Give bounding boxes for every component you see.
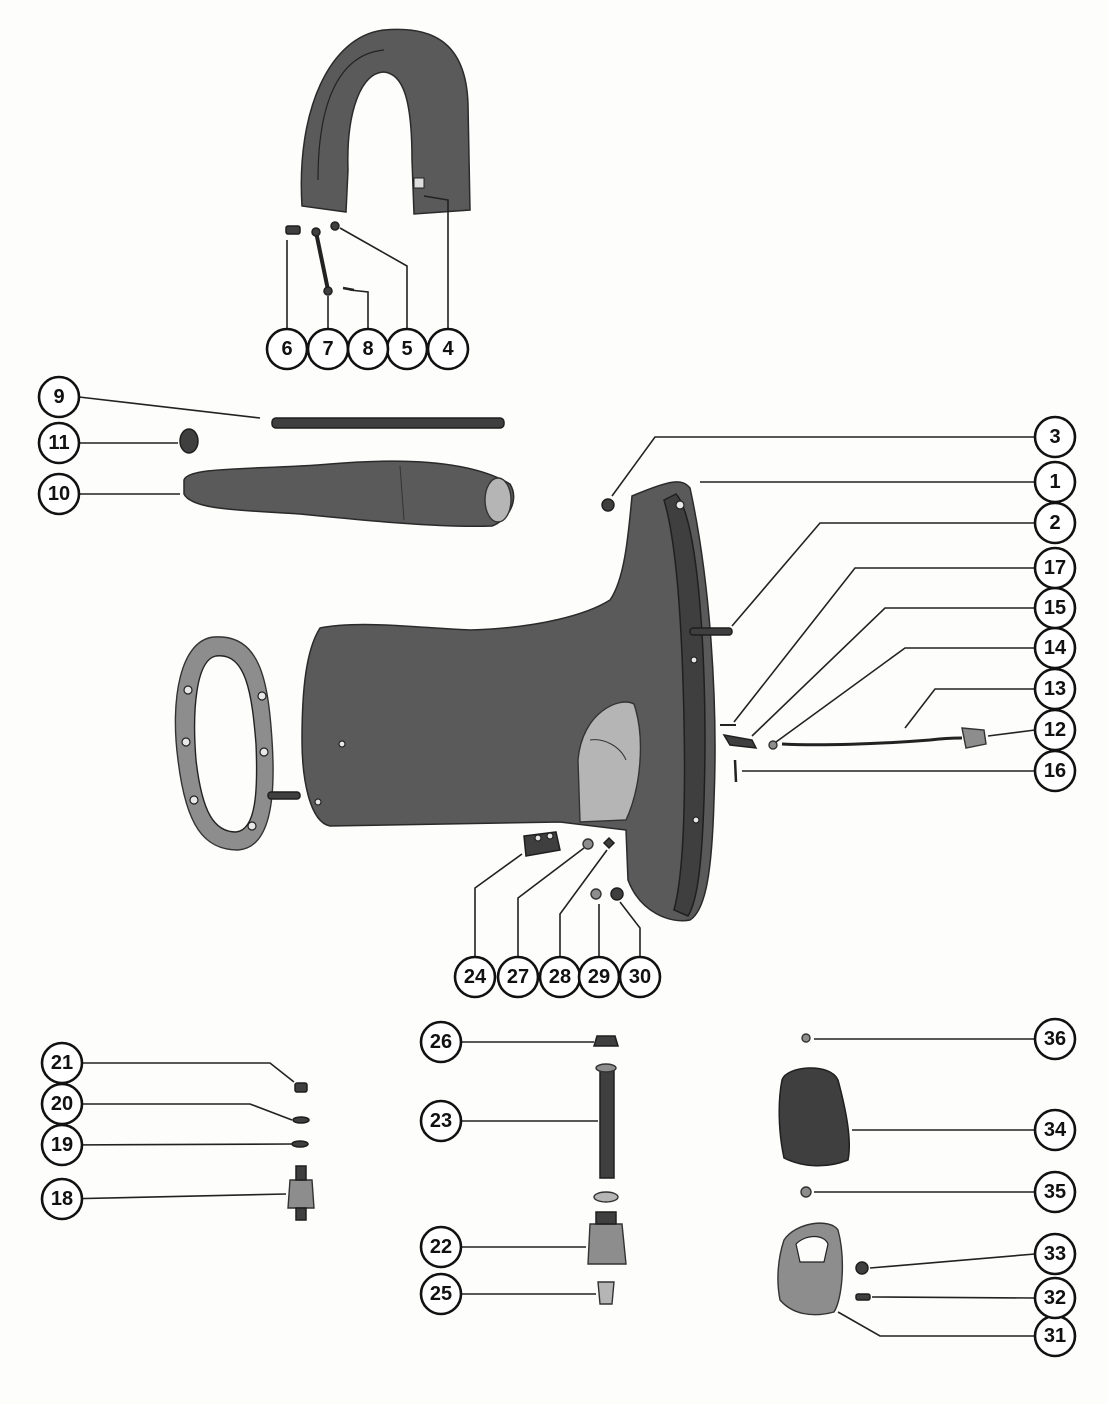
svg-text:24: 24: [464, 966, 487, 988]
callout-27: 27: [496, 955, 540, 999]
callout-30: 30: [618, 955, 662, 999]
callout-1: 1: [1033, 460, 1077, 504]
part-stud: [689, 627, 733, 636]
callout-2: 2: [1033, 501, 1077, 545]
callout-8: 8: [346, 327, 390, 371]
callout-20: 20: [40, 1082, 84, 1126]
callout-29: 29: [577, 955, 621, 999]
part-shift-linkage: [720, 724, 987, 783]
svg-text:32: 32: [1044, 1287, 1066, 1309]
part-tube: [183, 460, 515, 528]
callout-21: 21: [40, 1041, 84, 1085]
part-linkage-small-hardware: [285, 221, 355, 296]
svg-text:2: 2: [1049, 512, 1060, 534]
callout-3: 3: [1033, 415, 1077, 459]
svg-text:28: 28: [549, 966, 571, 988]
callout-23: 23: [419, 1099, 463, 1143]
svg-text:22: 22: [430, 1236, 452, 1258]
svg-text:36: 36: [1044, 1028, 1066, 1050]
part-dowel-pin: [267, 791, 301, 800]
svg-text:7: 7: [322, 338, 333, 360]
svg-text:29: 29: [588, 966, 610, 988]
part-cover: [778, 1067, 851, 1167]
callout-32: 32: [1033, 1276, 1077, 1320]
svg-text:23: 23: [430, 1110, 452, 1132]
callout-9: 9: [37, 375, 81, 419]
svg-text:20: 20: [51, 1093, 73, 1115]
callout-24: 24: [453, 955, 497, 999]
part-pickup-housing: [577, 701, 642, 823]
svg-text:17: 17: [1044, 557, 1066, 579]
svg-text:21: 21: [51, 1052, 73, 1074]
part-housing: [301, 481, 716, 922]
callout-28: 28: [538, 955, 582, 999]
svg-text:33: 33: [1044, 1243, 1066, 1265]
svg-text:27: 27: [507, 966, 529, 988]
callout-12: 12: [1033, 708, 1077, 752]
svg-text:3: 3: [1049, 426, 1060, 448]
part-small-nuts: [582, 836, 624, 901]
part-plug: [179, 428, 199, 454]
svg-text:31: 31: [1044, 1325, 1066, 1347]
part-center-stack: [587, 1035, 627, 1305]
svg-text:10: 10: [48, 483, 70, 505]
svg-text:13: 13: [1044, 678, 1066, 700]
svg-text:15: 15: [1044, 597, 1066, 619]
svg-text:12: 12: [1044, 719, 1066, 741]
callout-34: 34: [1033, 1108, 1077, 1152]
svg-text:1: 1: [1049, 471, 1060, 493]
callout-16: 16: [1033, 749, 1077, 793]
callout-5: 5: [385, 327, 429, 371]
callout-10: 10: [37, 472, 81, 516]
svg-text:25: 25: [430, 1283, 452, 1305]
part-small-screws: [800, 1033, 812, 1198]
part-bracket: [523, 831, 561, 857]
callout-17: 17: [1033, 546, 1077, 590]
part-gasket: [174, 636, 274, 851]
svg-text:5: 5: [401, 338, 412, 360]
callout-26: 26: [419, 1020, 463, 1064]
callout-15: 15: [1033, 586, 1077, 630]
svg-text:34: 34: [1044, 1119, 1067, 1141]
callout-14: 14: [1033, 626, 1077, 670]
part-rod: [271, 417, 505, 429]
svg-text:6: 6: [281, 338, 292, 360]
svg-text:19: 19: [51, 1134, 73, 1156]
svg-text:18: 18: [51, 1188, 73, 1210]
callout-4: 4: [426, 327, 470, 371]
svg-text:35: 35: [1044, 1181, 1066, 1203]
part-nut: [601, 498, 615, 512]
callout-35: 35: [1033, 1170, 1077, 1214]
callout-11: 11: [37, 421, 81, 465]
svg-text:26: 26: [430, 1031, 452, 1053]
svg-text:4: 4: [442, 338, 454, 360]
part-shroud: [300, 28, 471, 215]
callout-18: 18: [40, 1177, 84, 1221]
callout-25: 25: [419, 1272, 463, 1316]
callout-6: 6: [265, 327, 309, 371]
callout-19: 19: [40, 1123, 84, 1167]
callout-22: 22: [419, 1225, 463, 1269]
part-fitting-stack: [287, 1082, 315, 1221]
part-anode-hardware: [855, 1261, 871, 1301]
svg-text:8: 8: [362, 338, 373, 360]
callout-31: 31: [1033, 1314, 1077, 1358]
svg-text:14: 14: [1044, 637, 1067, 659]
part-anode: [777, 1222, 844, 1316]
leader-lines: [61, 195, 1036, 1337]
callout-33: 33: [1033, 1232, 1077, 1276]
svg-text:16: 16: [1044, 760, 1066, 782]
callout-7: 7: [306, 327, 350, 371]
svg-text:9: 9: [53, 386, 64, 408]
callout-13: 13: [1033, 667, 1077, 711]
callout-36: 36: [1033, 1017, 1077, 1061]
svg-text:30: 30: [629, 966, 651, 988]
svg-text:11: 11: [48, 432, 69, 454]
